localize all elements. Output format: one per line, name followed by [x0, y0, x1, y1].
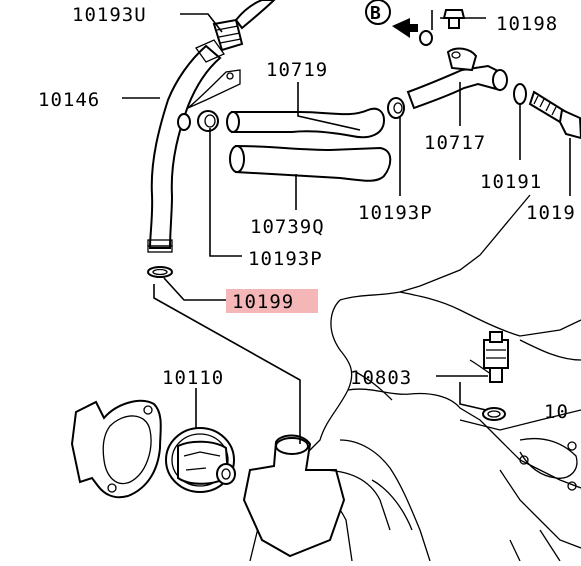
hose-10739Q[interactable] [229, 144, 392, 182]
callout-10199-highlight [226, 289, 318, 313]
hose-10719[interactable] [226, 107, 386, 139]
callout-1019x[interactable]: 1019 [526, 202, 576, 224]
callout-10x[interactable]: 10 [544, 401, 569, 423]
pipe-10717[interactable] [406, 47, 508, 110]
thermostat-10110[interactable] [165, 427, 236, 493]
clamp-10193U[interactable] [212, 0, 276, 52]
reference-marker-letter: B [370, 3, 382, 24]
oring-10199[interactable] [147, 266, 173, 278]
clamp-10193P-b[interactable] [387, 97, 405, 119]
callout-10739Q[interactable]: 10739Q [250, 216, 325, 238]
callout-10198[interactable]: 10198 [496, 13, 558, 35]
bolt-10198[interactable] [442, 9, 466, 29]
callout-10717[interactable]: 10717 [424, 132, 486, 154]
callout-labels: 10193U 10198 10146 10719 10717 10191 101… [38, 4, 576, 423]
oring-10191[interactable] [513, 83, 527, 105]
callout-10193P-right[interactable]: 10193P [358, 202, 433, 224]
callout-10719[interactable]: 10719 [266, 59, 328, 81]
hose-10146[interactable] [147, 39, 241, 253]
callout-10146[interactable]: 10146 [38, 89, 100, 111]
outlet-housing [242, 434, 391, 558]
callout-10191[interactable]: 10191 [480, 171, 542, 193]
bolt-1019x[interactable] [528, 90, 581, 140]
housing-10110[interactable] [70, 399, 162, 499]
sensor-10803[interactable] [483, 331, 509, 383]
reference-marker-b[interactable]: B [365, 0, 418, 38]
leader-lines [122, 13, 571, 444]
callout-10199[interactable]: 10199 [232, 291, 294, 313]
arrow-icon [392, 18, 418, 38]
callout-10193U[interactable]: 10193U [72, 4, 147, 26]
clamp-10193P-a[interactable] [177, 110, 219, 132]
callout-10193P-left[interactable]: 10193P [248, 248, 323, 270]
oring-small-top[interactable] [419, 30, 433, 46]
gasket-10803[interactable] [482, 407, 506, 421]
callout-10803[interactable]: 10803 [350, 367, 412, 389]
callout-10110[interactable]: 10110 [162, 367, 224, 389]
